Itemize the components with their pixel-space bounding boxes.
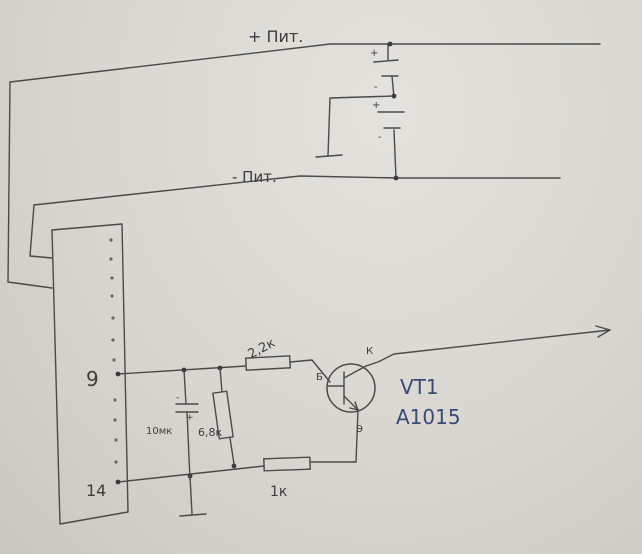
collector-pin-label: К [366,346,373,357]
base-pin-label: Б [316,372,323,383]
cap-label: 10мк [146,426,172,437]
minus-supply-label: - Пит. [232,168,277,186]
capacitor-10u: - + [175,369,199,481]
resistor-6k8 [212,367,235,465]
transistor-ref-label: VT1 [400,375,439,399]
minus-feed-wire [29,204,53,259]
plus-supply-rail [9,43,601,83]
svg-text:-: - [176,393,179,403]
ground-symbol [179,513,207,517]
minus-supply-rail [33,175,561,206]
ic-pin-14-label: 14 [86,481,106,500]
supply-capacitor-stack: + - + - [315,41,405,181]
r-low-label: 1к [270,484,287,500]
ic-pins [109,238,118,464]
r-base-label: 2,2к [246,336,278,363]
plus-feed-wire [7,81,53,289]
resistor-1k [263,456,357,472]
ic-pin-9-label: 9 [86,367,99,391]
svg-text:+: + [372,100,380,111]
ic-body [51,223,129,525]
svg-text:-: - [378,132,382,143]
emitter-pin-label: Э [356,424,363,435]
transistor-vt1: Б К Э [316,325,611,463]
transistor-model-label: A1015 [396,405,461,429]
plus-supply-label: + Пит. [248,27,303,46]
svg-text:+: + [186,413,194,423]
ground-wire [189,475,193,515]
svg-text:-: - [374,82,378,93]
r-div-label: 6,8к [198,426,222,439]
base-wire [289,359,331,383]
svg-text:+: + [370,48,378,59]
